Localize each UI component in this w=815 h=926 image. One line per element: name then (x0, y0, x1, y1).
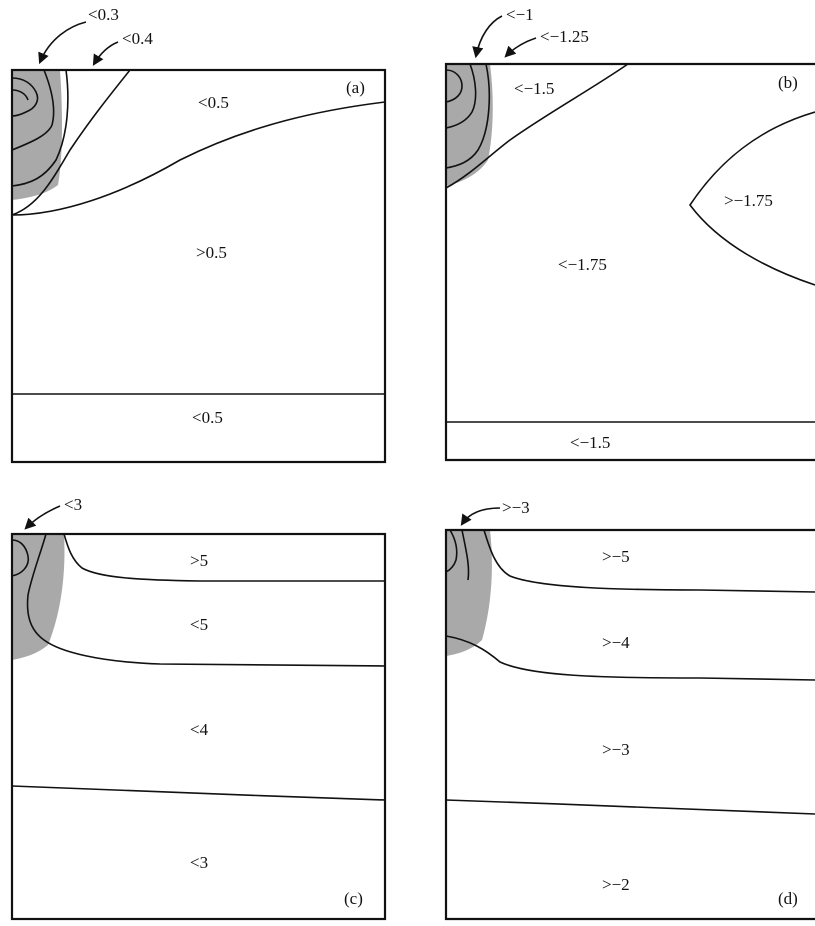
panel-d-frame (444, 528, 815, 921)
panel-a-shaded-region (12, 70, 62, 200)
panel-d-shaded-region (446, 530, 492, 656)
panel-b-region-0: <−1.5 (514, 79, 554, 98)
panel-c-region-2: <4 (190, 720, 209, 739)
panel-d-contour-5 (483, 529, 815, 593)
panel-a-region-0: <0.5 (198, 93, 229, 112)
panel-c-contour-4 (11, 785, 386, 801)
panel-b-contour-1.25b (445, 63, 491, 169)
panel-d-region-0: >−5 (602, 547, 630, 566)
panel-b-shaded-region (446, 64, 493, 186)
panel-b: <−1 <−1.25 (b) <−1.5 >−1.75 <−1.75 <−1.5 (444, 5, 815, 462)
panel-a-contour-0.3b (11, 89, 29, 101)
panel-d-callout-0: >−3 (502, 498, 530, 517)
panel-b-contour-1.75 (689, 111, 815, 286)
panel-c-callout-arrow (24, 505, 61, 530)
panel-d-contour-3 (445, 529, 458, 573)
panel-b-callout-1: <−1.25 (540, 27, 589, 46)
panel-d-region-3: >−2 (602, 875, 630, 894)
panel-a-contour-0.4 (11, 69, 69, 187)
panel-b-contour-1.5 (445, 63, 629, 189)
panel-d-callout-arrow (460, 507, 501, 526)
panel-a-region-2: <0.5 (192, 408, 223, 427)
panel-b-callout-0: <−1 (506, 5, 534, 24)
panel-a-contour-0.3 (11, 77, 39, 117)
panel-c-region-0: >5 (190, 551, 208, 570)
panel-a-region-1: >0.5 (196, 243, 227, 262)
panel-d-contour-3b (445, 799, 815, 815)
panel-d-tag: (d) (778, 889, 798, 908)
panel-c-shaded-region (12, 534, 65, 660)
panel-c-region-1: <5 (190, 615, 208, 634)
panel-c-frame (10, 532, 387, 921)
panel-b-contour-1.25 (445, 63, 477, 129)
panel-c-contour-3 (11, 539, 30, 577)
panel-b-contour-1 (445, 69, 463, 103)
panel-c-tag: (c) (344, 889, 363, 908)
panel-a: <0.3 <0.4 (a) <0.5 >0.5 <0.5 (10, 5, 387, 464)
panel-a-callout-arrow-2 (92, 41, 119, 66)
panel-c-region-3: <3 (190, 853, 208, 872)
panel-a-contour-0.5 (11, 69, 386, 216)
panel-a-frame (10, 68, 387, 464)
panel-c-contour-5 (63, 533, 385, 582)
panel-d-region-1: >−4 (602, 633, 630, 652)
panel-b-region-3: <−1.5 (570, 433, 610, 452)
panel-a-callout-0: <0.3 (88, 5, 119, 24)
panel-a-callout-arrow-1 (38, 21, 87, 65)
panel-b-region-2: <−1.75 (558, 255, 607, 274)
panel-a-contour-0.4-inner (11, 69, 55, 151)
panel-c-callout-0: <3 (64, 495, 82, 514)
panel-a-tag: (a) (346, 78, 365, 97)
panel-d: >−3 (d) >−5 >−4 >−3 >−2 (444, 498, 815, 921)
panel-b-region-1: >−1.75 (724, 191, 773, 210)
panel-a-callout-1: <0.4 (122, 29, 153, 48)
panel-c-contour-4-inner (26, 533, 386, 667)
panel-c: <3 (c) >5 <5 <4 <3 (10, 495, 387, 921)
panel-d-contour-4 (445, 635, 815, 681)
panel-b-callout-arrow-2 (504, 37, 537, 58)
panel-b-tag: (b) (778, 73, 798, 92)
panel-b-callout-arrow-1 (472, 15, 503, 59)
panel-b-frame (444, 62, 815, 462)
panel-d-contour-4-inner (461, 529, 470, 581)
panel-d-region-2: >−3 (602, 740, 630, 759)
